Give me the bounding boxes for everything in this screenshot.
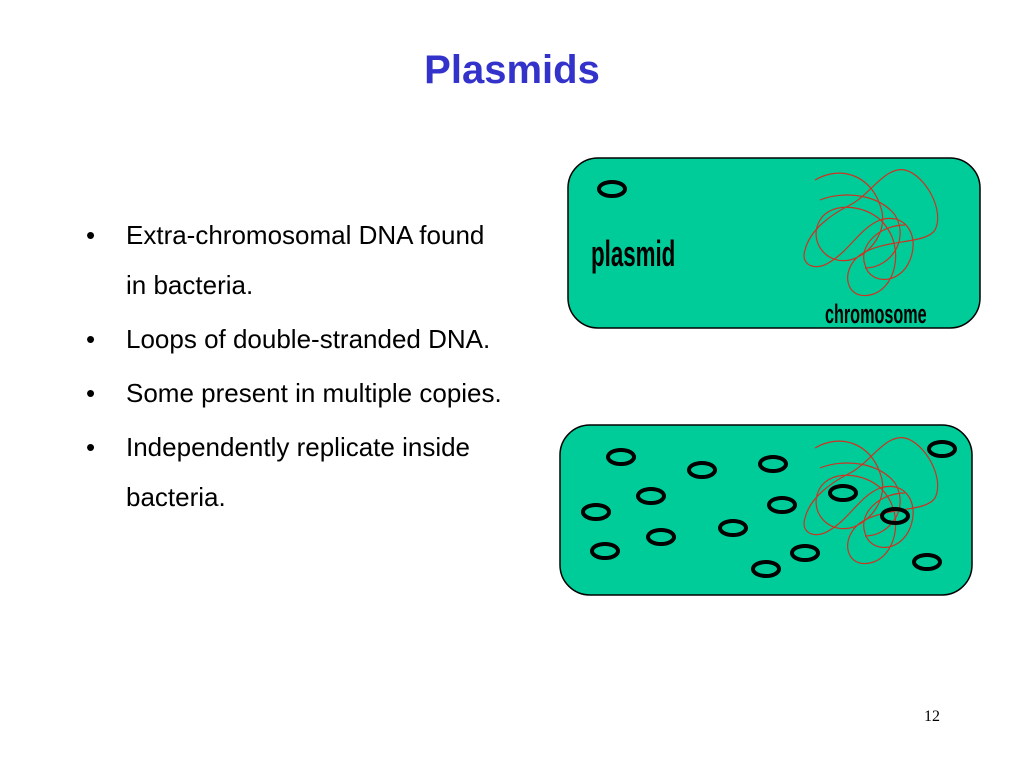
chromosome-label: chromosome	[825, 299, 927, 329]
plasmid-ring	[790, 544, 820, 562]
plasmid-ring	[751, 560, 781, 578]
bullet-dot: •	[86, 432, 96, 462]
page-number: 12	[924, 708, 940, 725]
bacterium-cell-multiple-plasmids	[559, 424, 973, 596]
plasmid-ring	[912, 553, 942, 571]
plasmid-ring	[606, 448, 636, 466]
chromosome-loop	[803, 437, 939, 565]
plasmid-ring	[828, 484, 858, 502]
plasmid-ring	[646, 528, 676, 546]
bullet-dot: •	[86, 324, 96, 354]
plasmid-ring	[758, 455, 788, 473]
plasmid-ring	[767, 496, 797, 514]
plasmid-ring	[718, 519, 748, 537]
bullet-text: Loops of double-stranded DNA.	[126, 324, 491, 354]
slide-title: Plasmids	[424, 48, 600, 92]
plasmid-ring	[687, 461, 717, 479]
bullet-text: Independently replicate inside bacteria.	[126, 432, 471, 512]
bullet-item: • Loops of double-stranded DNA.	[86, 314, 506, 364]
plasmid-ring	[927, 440, 957, 458]
bullet-item: • Extra-chromosomal DNA found in bacteria…	[86, 210, 506, 310]
bullet-text: Some present in multiple copies.	[126, 378, 502, 408]
bullet-item: • Independently replicate inside bacteria…	[86, 422, 506, 522]
plasmid-group	[581, 180, 957, 578]
plasmid-ring	[880, 507, 910, 525]
bullet-list: • Extra-chromosomal DNA found in bacteria…	[86, 210, 506, 526]
bullet-dot: •	[86, 220, 96, 250]
chromosome-loop	[803, 169, 939, 297]
bullet-item: • Some present in multiple copies.	[86, 368, 506, 418]
plasmid-ring	[597, 180, 627, 198]
plasmid-ring	[590, 542, 620, 560]
plasmid-ring	[636, 487, 666, 505]
plasmid-ring	[581, 503, 611, 521]
plasmid-label: plasmid	[591, 235, 675, 275]
bullet-text: Extra-chromosomal DNA found in bacteria.	[126, 220, 485, 300]
bullet-dot: •	[86, 378, 96, 408]
